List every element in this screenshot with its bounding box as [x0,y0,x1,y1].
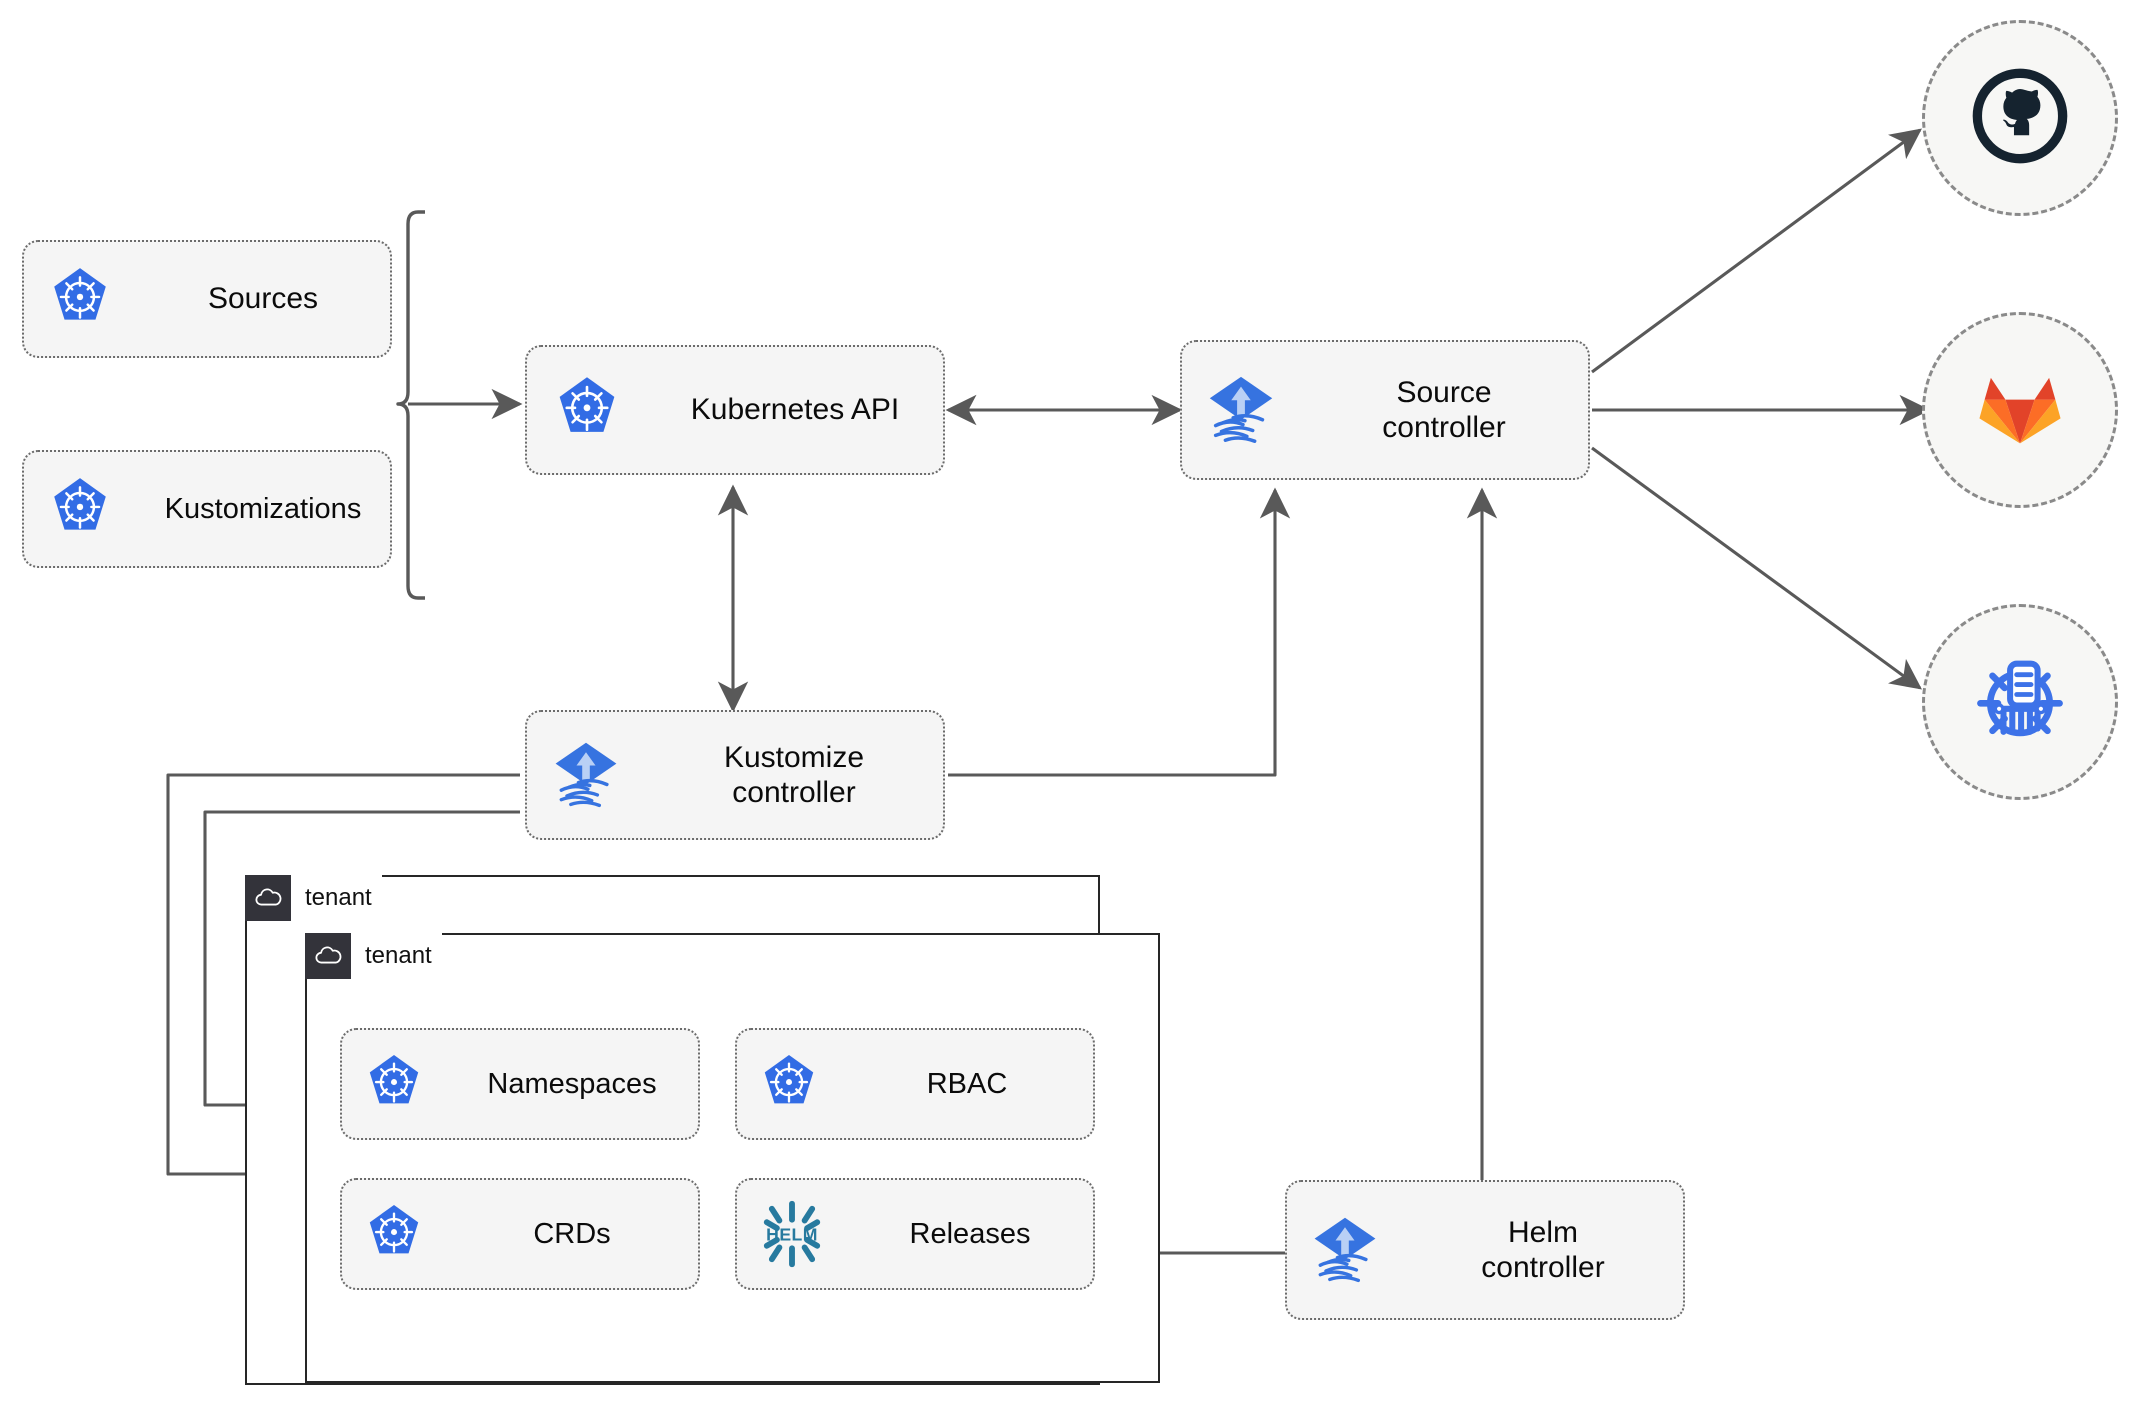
cloud-icon [305,933,351,979]
tenant-header-front: tenant [305,933,442,979]
node-label: Kubernetes API [690,393,900,427]
tenant-label: tenant [291,875,382,921]
node-kustomize-controller[interactable]: Kustomize controller [525,710,945,840]
node-kubernetes-api[interactable]: Kubernetes API [525,345,945,475]
flux-icon [527,737,645,813]
node-sources[interactable]: Sources [22,240,392,358]
provider-gitlab[interactable] [1922,312,2118,508]
node-label: Releases [909,1217,1031,1250]
node-releases[interactable]: HELM Releases [735,1178,1095,1290]
provider-helm-repo[interactable] [1922,604,2118,800]
node-label: CRDs [533,1217,611,1250]
node-label: Sources [207,282,319,316]
gitlab-icon [1968,356,2072,465]
kubernetes-icon [342,1053,446,1115]
node-helm-controller[interactable]: Helm controller [1285,1180,1685,1320]
kubernetes-icon [342,1203,446,1265]
node-label: Kustomize controller [723,740,865,809]
kubernetes-icon [737,1053,841,1115]
flux-icon [1287,1212,1403,1288]
helm-repo-icon [1965,645,2075,760]
cloud-icon [245,875,291,921]
github-icon [1968,64,2072,173]
node-label: Kustomizations [164,492,362,525]
helm-icon: HELM [737,1192,847,1276]
node-label: Namespaces [487,1067,657,1100]
kubernetes-icon [527,375,647,445]
kubernetes-icon [24,266,136,332]
tenant-label: tenant [351,933,442,979]
kubernetes-icon [24,476,136,542]
node-source-controller[interactable]: Source controller [1180,340,1590,480]
node-label: RBAC [926,1067,1008,1100]
tenant-container-front[interactable] [305,933,1160,1383]
node-label: Source controller [1382,375,1506,444]
node-rbac[interactable]: RBAC [735,1028,1095,1140]
svg-text:HELM: HELM [766,1225,818,1245]
tenant-header-back: tenant [245,875,382,921]
node-label: Helm controller [1481,1215,1605,1284]
flux-icon [1182,371,1300,449]
node-kustomizations[interactable]: Kustomizations [22,450,392,568]
node-crds[interactable]: CRDs [340,1178,700,1290]
provider-github[interactable] [1922,20,2118,216]
node-namespaces[interactable]: Namespaces [340,1028,700,1140]
